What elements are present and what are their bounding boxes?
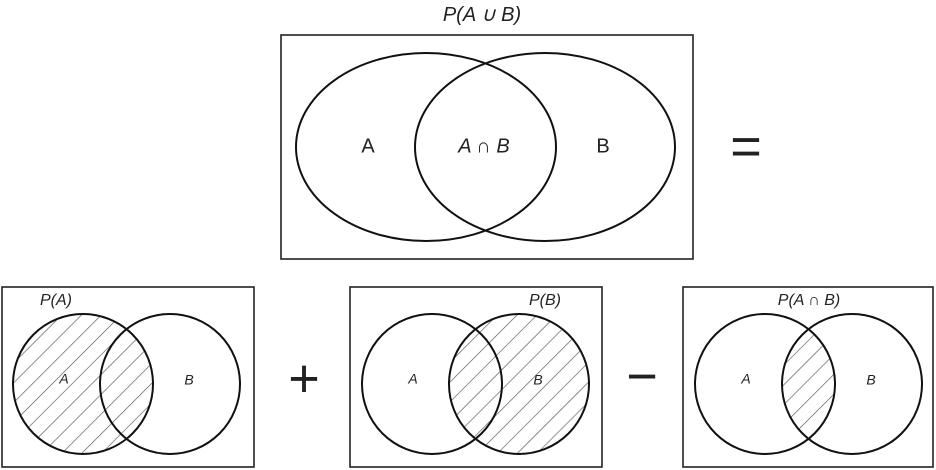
panel-a-label-a: A [58,371,68,387]
top-label-b: B [596,135,609,157]
panel-b-label-b: B [533,372,542,388]
panel-ab-label-b: B [866,372,875,388]
equals-sign: = [730,116,762,176]
panel-ab-set-b-circle [781,313,923,455]
minus-sign: − [626,346,658,406]
top-title: P(A ∪ B) [443,4,521,26]
panel-a-set-b-circle [99,313,241,455]
top-set-a-circle [295,52,557,242]
panel-ab-set-a-circle [694,313,836,455]
top-set-b-circle [414,52,676,242]
panel-b-set-a-circle [361,313,503,455]
panel-b-hatched-region [449,314,589,454]
panel-ab-title: P(A ∩ B) [778,292,840,309]
panel-b-title: P(B) [529,292,561,309]
top-label-a: A [361,135,375,157]
panel-b-set-b-circle [448,313,590,455]
panel-b-label-a: A [407,371,417,387]
panel-a-label-b: B [184,372,193,388]
panel-a-frame [1,286,255,468]
panel-a-title: P(A) [40,292,72,309]
panel-ab-frame [682,286,934,468]
panel-a-hatched-region [13,314,153,454]
panel-a-set-a-circle [12,313,154,455]
panel-ab-label-a: A [740,371,750,387]
top-label-intersection: A ∩ B [457,135,509,157]
top-panel-frame [280,34,694,260]
panel-ab-hatched-intersection [782,314,835,454]
panel-b-frame [349,286,603,468]
plus-sign: + [288,348,320,408]
